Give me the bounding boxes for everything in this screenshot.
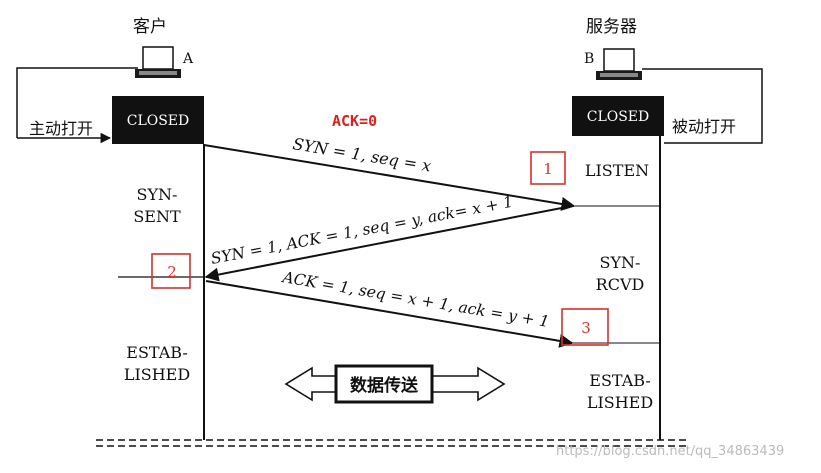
- server-passive-open: 被动打开: [672, 117, 736, 136]
- client-closed-box: CLOSED: [112, 96, 204, 144]
- server-closed-label: CLOSED: [587, 109, 650, 125]
- step-2-marker: 2: [151, 253, 191, 289]
- client-state-lished: LISHED: [124, 365, 190, 384]
- watermark: https://blog.csdn.net/qq_34863439: [556, 444, 784, 459]
- syn-arrow: [203, 144, 576, 211]
- step-3-number: 3: [581, 319, 591, 337]
- server-state-syn: SYN-: [600, 253, 641, 272]
- syn-message-label: SYN = 1, seq = x: [291, 134, 432, 175]
- ack-arrow: [205, 280, 574, 348]
- client-host-letter: A: [182, 51, 194, 67]
- server-state-rcvd: RCVD: [596, 275, 645, 294]
- server-computer-icon: [596, 48, 642, 80]
- server-closed-box: CLOSED: [572, 96, 664, 136]
- client-state-estab: ESTAB-: [126, 343, 187, 362]
- ack-zero-annotation: ACK=0: [332, 112, 377, 130]
- client-state-syn: SYN-: [137, 185, 178, 204]
- client-computer-icon: [135, 46, 181, 78]
- data-transfer-label: 数据传送: [350, 375, 419, 396]
- client-state-sent: SENT: [133, 207, 181, 226]
- step-3-marker: 3: [561, 308, 609, 346]
- client-open-loop: [16, 67, 138, 144]
- server-state-estab: ESTAB-: [589, 371, 650, 390]
- step-1-number: 1: [543, 160, 553, 178]
- client-active-open: 主动打开: [29, 119, 93, 138]
- server-label: 服务器: [586, 17, 637, 37]
- syn-ack-message-label: SYN = 1, ACK = 1, seq = y, ack= x + 1: [209, 193, 514, 268]
- syn-ack-arrow: [204, 205, 573, 282]
- step-2-number: 2: [167, 263, 177, 281]
- server-state-listen: LISTEN: [585, 161, 649, 180]
- data-transfer-arrow: 数据传送: [284, 364, 506, 404]
- server-state-lished: LISHED: [587, 393, 653, 412]
- server-host-letter: B: [584, 51, 594, 67]
- client-label: 客户: [133, 17, 167, 37]
- client-closed-label: CLOSED: [127, 113, 190, 129]
- step-1-marker: 1: [530, 151, 566, 185]
- server-open-loop: [642, 68, 763, 144]
